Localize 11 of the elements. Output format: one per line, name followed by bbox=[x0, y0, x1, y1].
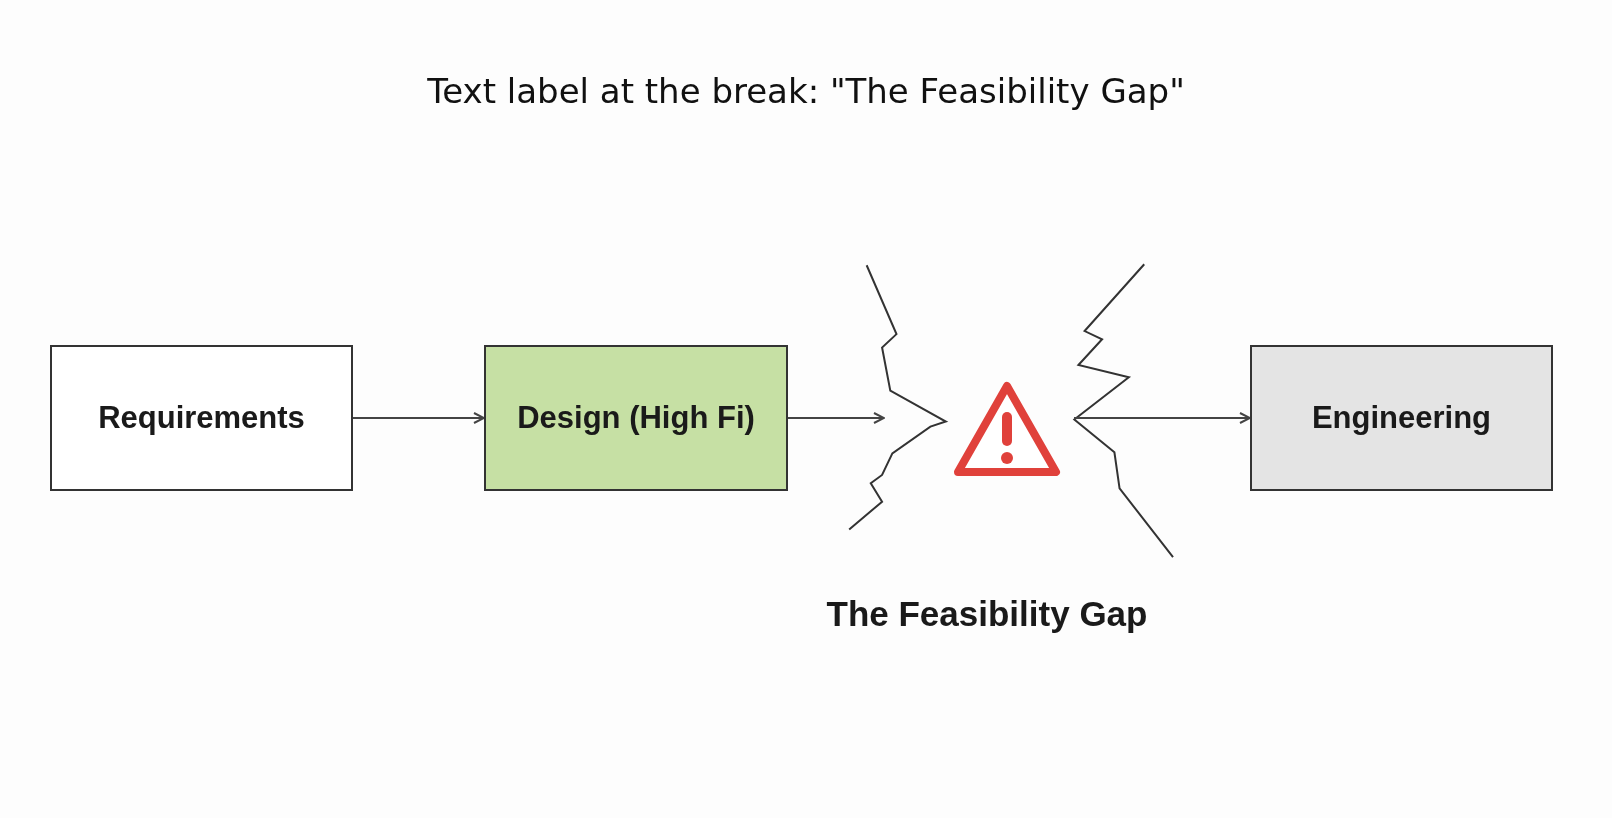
process-box bbox=[1250, 345, 1553, 491]
process-box bbox=[484, 345, 788, 491]
box-label: Engineering bbox=[1311, 398, 1492, 437]
arrow bbox=[787, 412, 885, 424]
arrow bbox=[352, 412, 485, 424]
box-label: Design (High Fi) bbox=[517, 398, 755, 437]
arrow bbox=[1073, 412, 1251, 424]
gap-label: The Feasibility Gap bbox=[825, 593, 1149, 635]
box-label: Requirements bbox=[98, 398, 305, 437]
title: Text label at the break: "The Feasibility Gap" bbox=[426, 70, 1186, 113]
process-box bbox=[50, 345, 353, 491]
